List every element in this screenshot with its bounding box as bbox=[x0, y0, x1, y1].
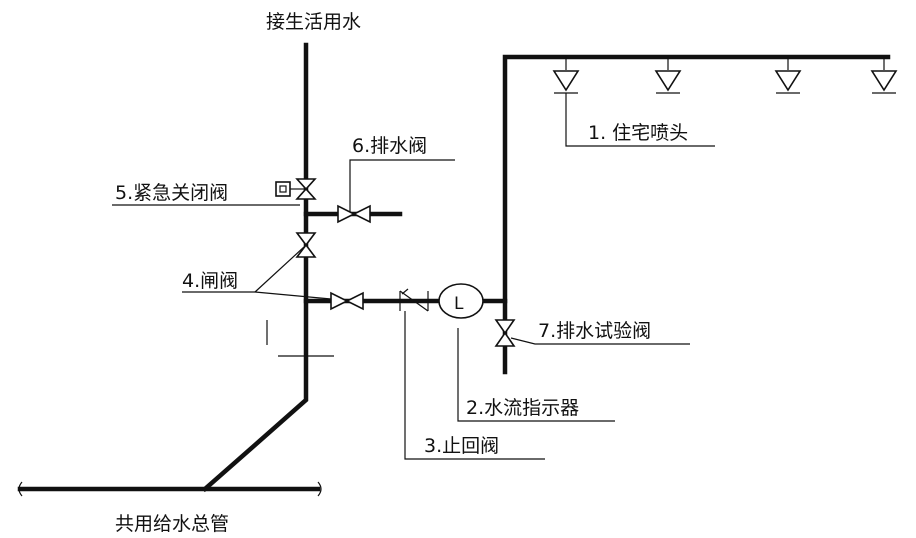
main-supply-pipe bbox=[17, 481, 322, 497]
drain-test-valve-icon bbox=[494, 319, 516, 347]
sprinkler-head-icon bbox=[870, 57, 898, 94]
check-valve-icon bbox=[399, 288, 429, 312]
emergency-shutoff-valve-icon bbox=[275, 178, 317, 200]
riser-pipe bbox=[201, 42, 309, 493]
sprinkler-branch-pipe bbox=[303, 54, 891, 375]
callout-sprinkler: 1. 住宅喷头 bbox=[588, 122, 688, 144]
callout-flow-indicator: 2.水流指示器 bbox=[466, 397, 579, 419]
leader-lines bbox=[112, 93, 715, 460]
callout-gate-valve: 4.闸阀 bbox=[182, 270, 238, 292]
section-marker bbox=[266, 320, 334, 357]
sprinkler-heads bbox=[552, 57, 898, 94]
callout-drain-valve: 6.排水阀 bbox=[352, 135, 427, 157]
sprinkler-head-icon bbox=[654, 57, 682, 94]
top-label: 接生活用水 bbox=[266, 11, 361, 33]
flow-indicator-icon: L bbox=[438, 283, 484, 319]
sprinkler-head-icon bbox=[552, 57, 580, 94]
sprinkler-head-icon bbox=[774, 57, 802, 94]
gate-valve-branch-icon bbox=[330, 291, 364, 311]
callout-drain-test-valve: 7.排水试验阀 bbox=[538, 320, 651, 342]
gate-valve-riser-icon bbox=[295, 232, 317, 258]
drain-valve-icon bbox=[337, 204, 371, 224]
callout-check-valve: 3.止回阀 bbox=[424, 435, 499, 457]
callout-emergency-valve: 5.紧急关闭阀 bbox=[115, 182, 228, 204]
flow-indicator-symbol: L bbox=[454, 294, 464, 314]
bottom-label: 共用给水总管 bbox=[115, 513, 229, 535]
